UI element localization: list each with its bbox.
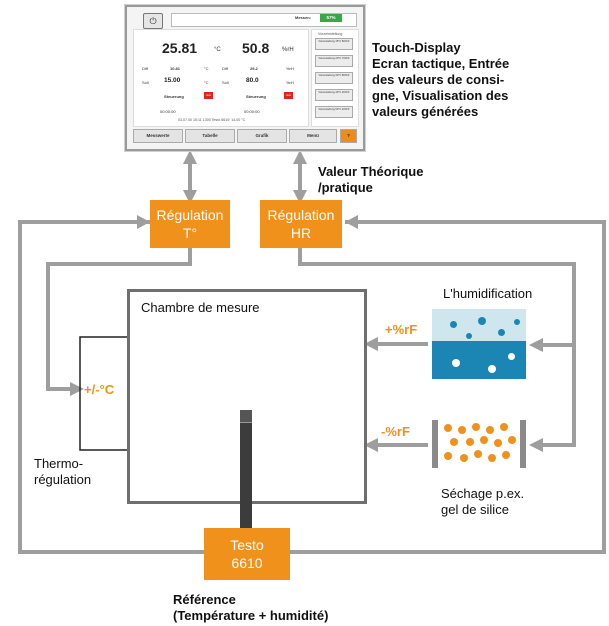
line-regt-thermo [46,248,192,391]
messen-value: 57% [320,14,342,22]
humidity-value: 50.8 [242,40,270,56]
tab-messwerte[interactable]: Messwerte [133,129,183,143]
outer-loop-right [290,220,606,554]
help-button[interactable]: ? [340,129,357,143]
reference-label: Référence (Température + humidité) [173,592,329,623]
drying-label: Séchage p.ex. gel de silice [441,486,525,517]
regulation-humidity-box: Régulation HR [260,200,342,248]
preset-button-1[interactable]: Voreinstellung 15°C 80%rF [315,38,353,50]
preset-button-3[interactable]: Voreinstellung 30°C 80%rF [315,72,353,84]
messen-label: Messen: [295,15,312,20]
humidification-container [432,309,526,379]
soll-temp-unit: °C [204,80,209,85]
probe-cap [240,410,252,423]
valeur-label: Valeur Théorique /pratique [318,164,424,195]
water-level [432,341,526,379]
measurement-panel: 25.81 °C 50.8 %rH Diff 10.81 °C Diff 29.… [133,29,309,127]
steuerung-label-h: Steuerung [246,94,266,99]
tab-menu[interactable]: Menü [289,129,337,143]
humidification-label: L'humidification [443,286,533,301]
steuerung-label-t: Steuerung [164,94,184,99]
status-footer: 03.07.00 15:11 1300 Testo 6610: 14.00 °C [178,118,246,122]
time-temp: 00:00:00 [160,109,176,114]
plus-minus-c-label: +/-°C [84,382,115,397]
preset-panel: Vorzeinstellung Voreinstellung 15°C 80%r… [311,29,359,127]
plus-rf-label: +%rF [385,322,418,337]
soll-temp[interactable]: 15.00 [164,77,181,84]
testo-6610-box: Testo 6610 [204,528,290,580]
regulation-temperature-box: Régulation T° [150,200,230,248]
soll-label-h: Soll [222,80,229,85]
diff-temp-unit: °C [204,66,209,71]
tab-grafik[interactable]: Grafik [237,129,287,143]
minus-rf-label: -%rF [381,424,410,439]
chamber-label: Chambre de mesure [141,300,260,315]
temperature-unit: °C [214,47,221,53]
drying-container [432,420,526,468]
diff-label-t: Diff [142,66,148,71]
soll-label-t: Soll [142,80,149,85]
humidity-unit: %rH [282,47,294,53]
preset-button-2[interactable]: Voreinstellung 20°C 70%rF [315,55,353,67]
power-button[interactable]: ⏻ [143,13,163,29]
display-top-bar [171,13,357,27]
time-hum: 00:00:00 [244,109,260,114]
diff-temp: 10.81 [170,66,181,71]
steuerung-temp-toggle[interactable]: Aus [204,92,213,99]
diff-label-h: Diff [222,66,228,71]
preset-button-5[interactable]: Voreinstellung 50°C 40%rF [315,106,353,118]
diff-hum-unit: %rH [286,66,294,71]
line-reghr-right [298,248,576,447]
touch-display: ⏻ Messen: 57% 25.81 °C 50.8 %rH Diff 10.… [125,5,365,151]
outer-loop-left [18,220,205,554]
thermo-bracket [79,336,140,451]
testo-probe [240,410,252,530]
soll-hum[interactable]: 80.0 [246,77,259,84]
steuerung-hum-toggle[interactable]: Aus [284,92,293,99]
thermoregulation-label: Thermo- régulation [34,456,92,487]
soll-hum-unit: %rH [286,80,294,85]
touch-display-description: Touch-Display Ecran tactique, Entrée des… [372,40,510,119]
preset-title: Vorzeinstellung [318,32,343,36]
display-tab-bar: Messwerte Tabelle Grafik Menü ? [133,129,357,143]
diff-hum: 29.2 [250,66,258,71]
tab-tabelle[interactable]: Tabelle [185,129,235,143]
preset-button-4[interactable]: Voreinstellung 40°C 30%rF [315,89,353,101]
temperature-value: 25.81 [162,40,198,56]
